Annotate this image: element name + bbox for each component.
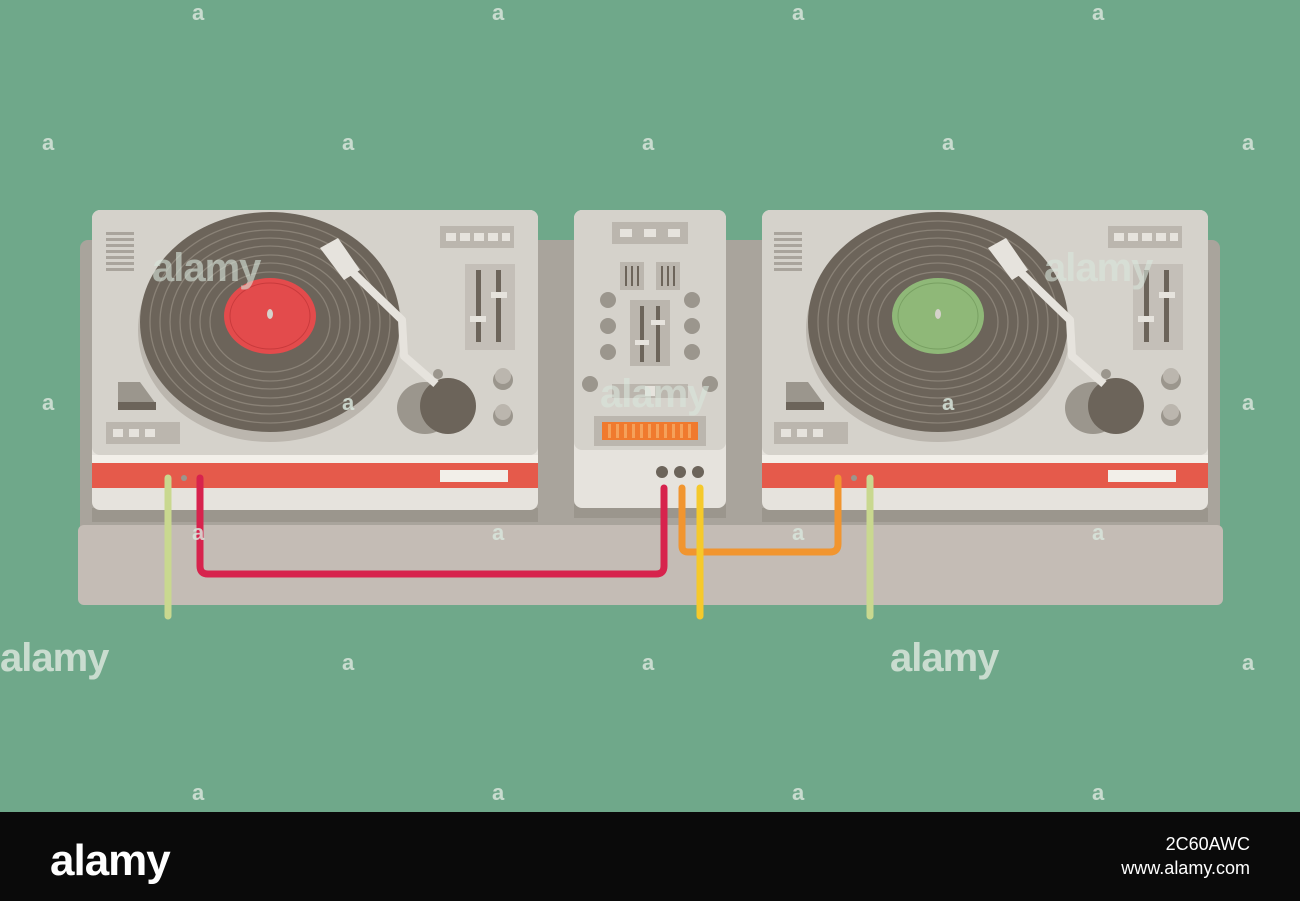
watermark-mark: a xyxy=(642,650,655,675)
tonearm xyxy=(988,238,1144,434)
footer-info: 2C60AWC www.alamy.com xyxy=(1121,832,1250,880)
watermark-mark: a xyxy=(792,780,805,805)
tonearm xyxy=(320,238,476,434)
cable-orange xyxy=(678,474,842,556)
watermark-mark: a xyxy=(942,390,955,415)
table-top xyxy=(78,525,1223,605)
watermark-mark: a xyxy=(42,390,55,415)
right-turntable xyxy=(762,210,1208,522)
vent-grille xyxy=(106,232,134,271)
watermark-mark: a xyxy=(642,130,655,155)
watermark-mark: a xyxy=(342,390,355,415)
site-url: www.alamy.com xyxy=(1121,858,1250,878)
watermark-mark: a xyxy=(192,520,205,545)
image-id: 2C60AWC xyxy=(1165,834,1250,854)
cable-red xyxy=(196,474,668,578)
watermark-mark: a xyxy=(942,130,955,155)
pitch-fader-panel xyxy=(465,264,515,350)
vent-grille xyxy=(774,232,802,271)
watermark-mark: a xyxy=(42,130,55,155)
watermark-word: alamy xyxy=(600,372,709,416)
watermark-mark: a xyxy=(342,650,355,675)
watermark-mark: a xyxy=(792,520,805,545)
channel-faders xyxy=(630,300,670,366)
watermark-word: alamy xyxy=(152,246,261,290)
watermark-mark: a xyxy=(342,130,355,155)
watermark-word: alamy xyxy=(890,636,999,680)
watermark-mark: a xyxy=(192,780,205,805)
left-turntable xyxy=(92,210,538,522)
watermark-mark: a xyxy=(492,780,505,805)
audio-cables xyxy=(164,474,874,620)
watermark-mark: a xyxy=(1242,130,1255,155)
watermark-mark: a xyxy=(492,520,505,545)
watermark-mark: a xyxy=(192,0,205,25)
watermark-mark: a xyxy=(792,0,805,25)
stock-footer-bar: alamy 2C60AWC www.alamy.com xyxy=(0,812,1300,901)
watermark-mark: a xyxy=(1092,520,1105,545)
watermark-mark: a xyxy=(1242,390,1255,415)
watermark-mark: a xyxy=(492,0,505,25)
footer-logo: alamy xyxy=(50,836,171,885)
dj-mixer xyxy=(574,210,726,518)
watermark-word: alamy xyxy=(0,636,109,680)
watermark-mark: a xyxy=(1242,650,1255,675)
dj-turntables-illustration xyxy=(78,210,1223,620)
watermark-mark: a xyxy=(1092,0,1105,25)
watermark-word: alamy xyxy=(1044,246,1153,290)
watermark-mark: a xyxy=(1092,780,1105,805)
